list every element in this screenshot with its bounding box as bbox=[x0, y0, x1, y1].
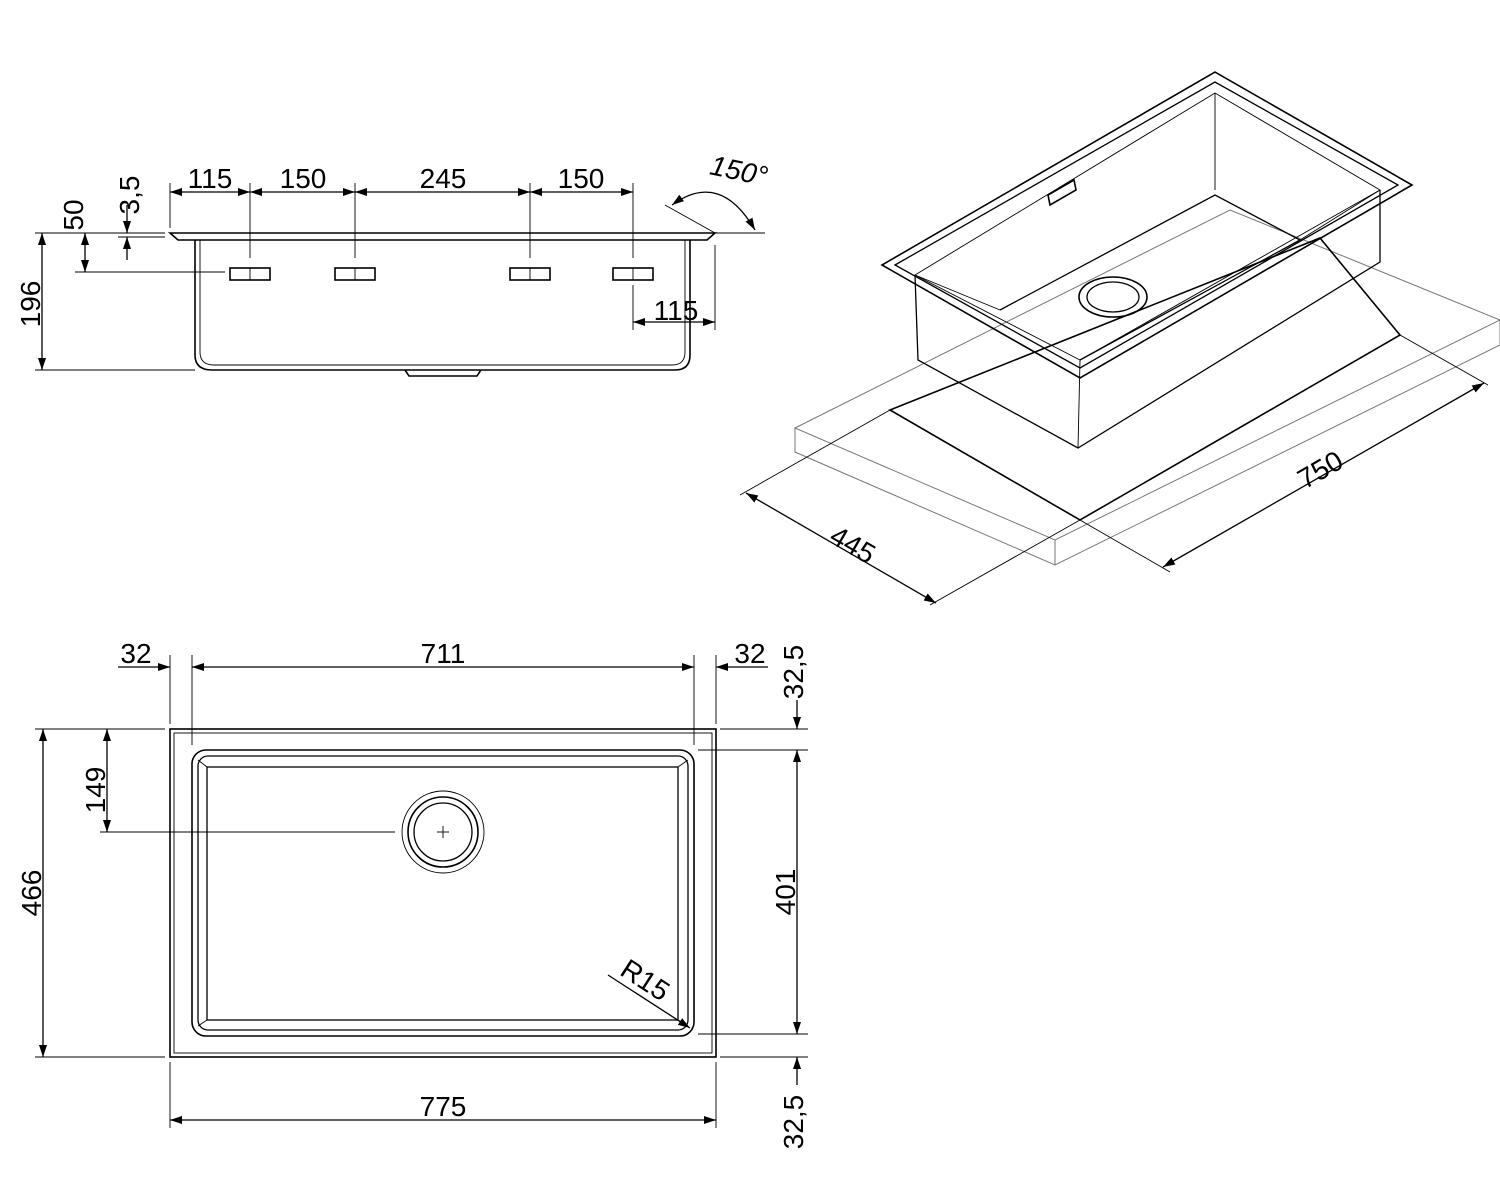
top-view-drain bbox=[413, 802, 473, 862]
side-view-bowl bbox=[194, 240, 691, 371]
top-view-drain-ring bbox=[401, 790, 485, 874]
dim-label-32-5-bottom: 32,5 bbox=[778, 1095, 809, 1150]
dim-label-32-right: 32 bbox=[734, 638, 765, 669]
dim-label-50: 50 bbox=[58, 199, 89, 230]
dim-label-32-left: 32 bbox=[120, 638, 151, 669]
mounting-clips bbox=[229, 267, 654, 281]
dim-line-445 bbox=[745, 492, 937, 604]
dim-label-775: 775 bbox=[420, 1091, 467, 1122]
dim-label-115: 115 bbox=[188, 163, 233, 194]
side-view: 115 150 245 150 196 50 3,5 115 150° bbox=[15, 150, 771, 377]
top-view-flange bbox=[169, 728, 717, 1058]
top-view: 32 711 32 466 149 401 32,5 32,5 R15 bbox=[16, 638, 809, 1149]
dim-label-115-bottom: 115 bbox=[654, 295, 699, 326]
side-view-drain bbox=[404, 369, 482, 377]
top-view-bowl-floor bbox=[206, 766, 679, 1021]
iso-view: 750 445 bbox=[739, 71, 1500, 606]
dim-label-3-5: 3,5 bbox=[114, 176, 145, 215]
dim-label-196: 196 bbox=[15, 281, 46, 328]
dim-label-150: 150 bbox=[280, 163, 327, 194]
side-view-rim bbox=[167, 232, 718, 241]
iso-overflow bbox=[1047, 178, 1077, 207]
dim-label-711: 711 bbox=[421, 638, 466, 669]
iso-bowl-floor bbox=[999, 194, 1302, 361]
iso-drain bbox=[1078, 276, 1148, 318]
dim-label-245: 245 bbox=[420, 163, 467, 194]
angle-arc bbox=[671, 191, 756, 231]
iso-sink-rim bbox=[880, 71, 1414, 379]
dim-label-401: 401 bbox=[770, 869, 801, 916]
dim-label-149: 149 bbox=[80, 767, 111, 814]
countertop bbox=[793, 209, 1500, 541]
dim-label-150: 150 bbox=[558, 163, 605, 194]
top-view-bowl bbox=[191, 749, 695, 1037]
dim-line-r15 bbox=[607, 974, 691, 1029]
dim-label-32-5-top: 32,5 bbox=[778, 645, 809, 700]
dim-label-angle: 150° bbox=[707, 150, 770, 192]
dim-label-445: 445 bbox=[825, 520, 881, 570]
dim-label-466: 466 bbox=[16, 870, 47, 917]
dim-line-750 bbox=[1162, 382, 1485, 568]
